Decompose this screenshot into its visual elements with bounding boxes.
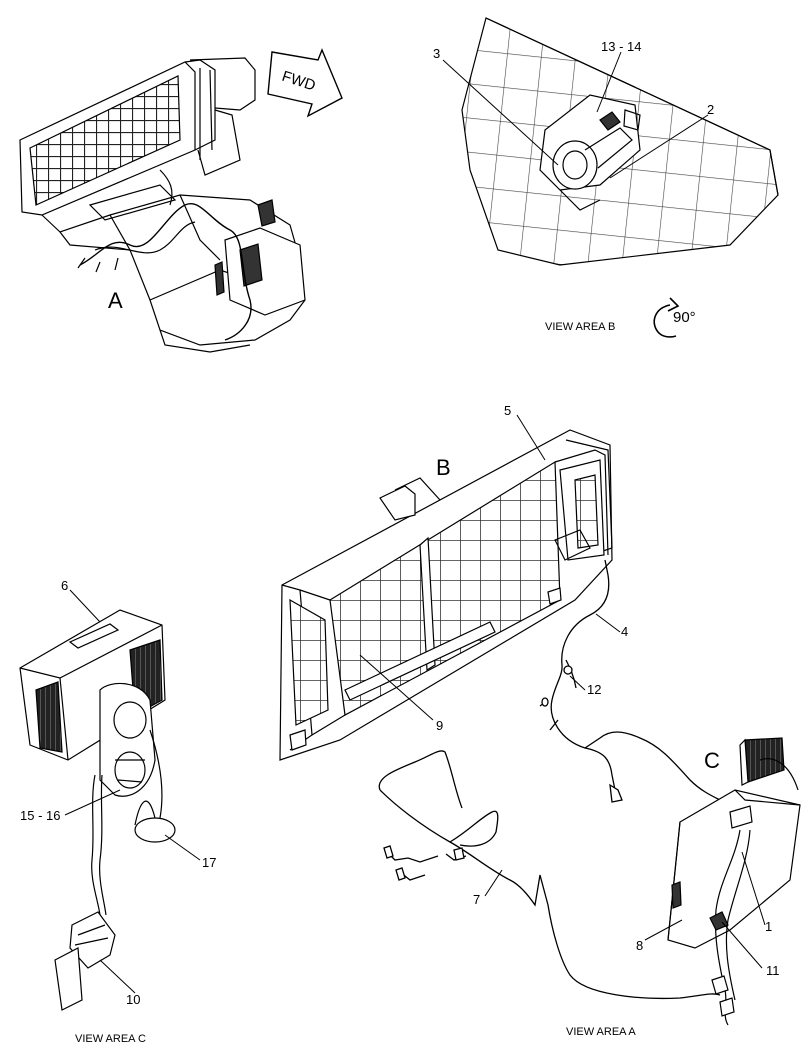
work-light-drawing [19, 609, 176, 1011]
callout-7: 7 [473, 892, 480, 907]
callout-5: 5 [504, 403, 511, 418]
callout-11: 11 [766, 963, 780, 978]
callout-10: 10 [126, 992, 140, 1007]
cab-side-panel-drawing [667, 737, 801, 1026]
view-c-letter: C [704, 748, 720, 773]
view-area-a-caption: VIEW AREA A [566, 1026, 636, 1038]
callout-1: 1 [765, 919, 772, 934]
view-area-c-caption: VIEW AREA C [75, 1033, 146, 1045]
view-b-letter: B [436, 455, 451, 480]
forward-arrow-icon: FWD [267, 48, 343, 118]
callout-17: 17 [202, 855, 216, 870]
grille-assembly-drawing [279, 429, 613, 761]
leader-lines [64, 51, 766, 994]
harness-4-drawing [539, 559, 721, 803]
callout-6: 6 [61, 578, 68, 593]
harness-7-drawing [378, 750, 721, 1000]
rotation-label: 90° [673, 309, 696, 326]
view-area-b-caption: VIEW AREA B [545, 321, 615, 333]
rotate-90-icon [653, 297, 680, 338]
callout-8: 8 [636, 938, 643, 953]
callout-13-14: 13 - 14 [601, 39, 641, 54]
callout-15-16: 15 - 16 [20, 808, 60, 823]
callout-2: 2 [707, 102, 714, 117]
machine-overview-drawing [19, 57, 306, 353]
view-a-letter: A [108, 288, 123, 313]
callout-9: 9 [436, 718, 443, 733]
view-b-detail-drawing [461, 17, 779, 266]
callout-3: 3 [433, 46, 440, 61]
callout-12: 12 [587, 682, 601, 697]
callout-4: 4 [621, 624, 628, 639]
callout-numbers: 1 2 3 4 5 6 7 8 9 10 11 12 13 - 14 15 - … [20, 39, 780, 1007]
